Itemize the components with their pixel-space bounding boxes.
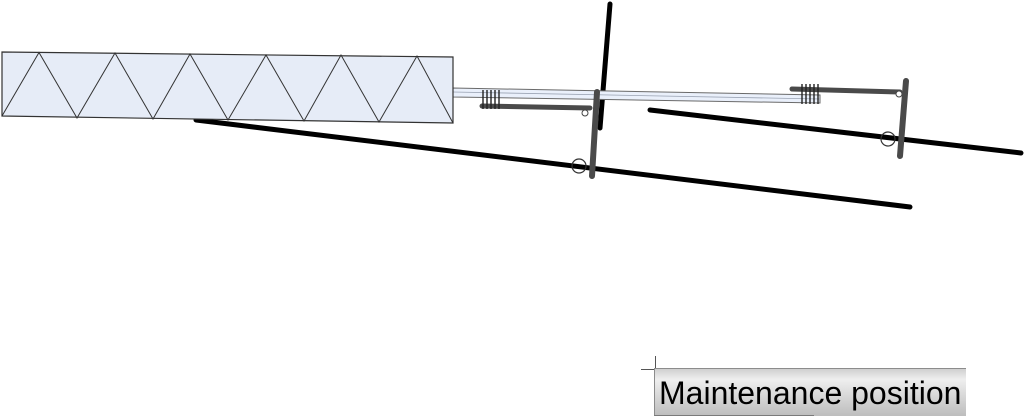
pivot-circle-icon [571,158,587,174]
caption-crosshair-horizontal [641,369,657,370]
caption-text: Maintenance position [659,374,962,411]
right-arm [897,78,909,159]
truss-beam-icon [1,51,454,124]
pivot-circle-icon [880,131,896,147]
spring-clamp-icon [801,84,819,104]
caption-crosshair-vertical [655,356,656,370]
clamp-pin-icon [581,109,589,117]
vertical-post [597,1,613,131]
right-clamp-assembly [789,78,909,159]
boom-rail [452,87,821,104]
lower-support-line [193,117,913,210]
left-clamp-assembly [479,89,600,179]
spring-clamp-icon [482,90,500,109]
caption-box: Maintenance position [654,368,966,416]
right-support-line [647,107,1024,156]
caption-bottom-line [654,415,814,416]
left-arm [589,89,600,179]
clamp-pin-icon [895,90,903,98]
